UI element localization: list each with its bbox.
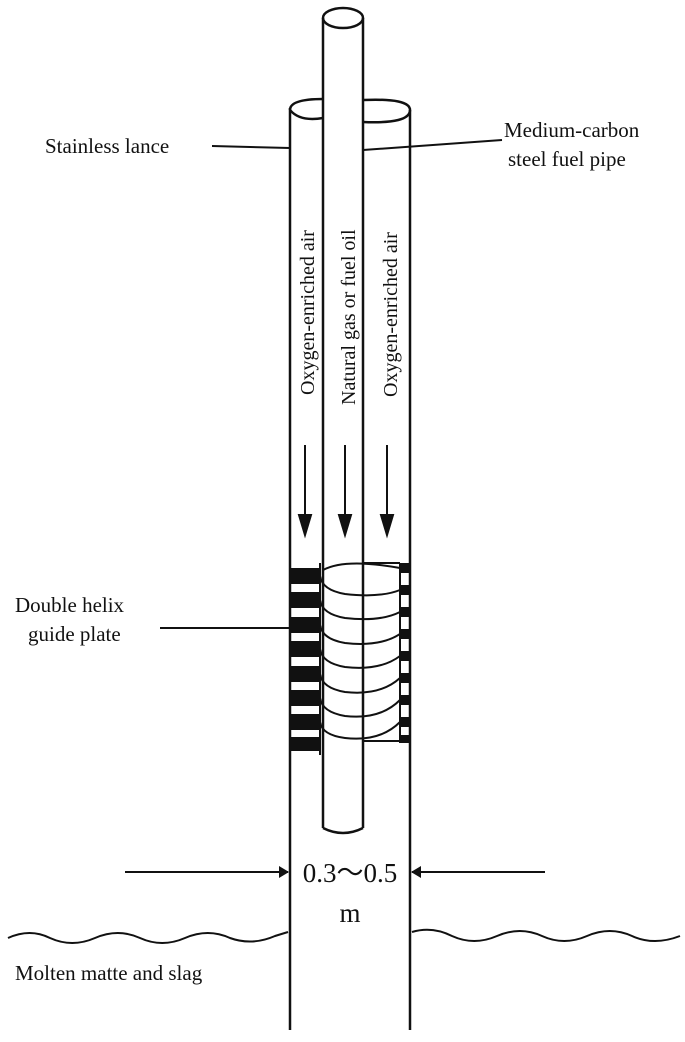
flow-arrows — [297, 445, 395, 539]
fuel-pipe-label-line2: steel fuel pipe — [508, 147, 626, 171]
label-stainless-lance: Stainless lance — [45, 134, 291, 158]
lance-top-left-ellipse-lower — [289, 109, 324, 121]
flow-arrow-left-head — [297, 514, 313, 539]
bath-wave-left — [7, 931, 289, 944]
dimension-unit: m — [339, 898, 360, 928]
label-fuel-pipe: Medium-carbon steel fuel pipe — [362, 118, 640, 171]
natural-gas-label: Natural gas or fuel oil — [338, 229, 360, 405]
flow-arrow-center-head — [337, 514, 353, 539]
bath-wave-right — [411, 928, 681, 942]
stainless-lance-label: Stainless lance — [45, 134, 169, 158]
stainless-lance-leader — [211, 145, 291, 149]
fuel-pipe-leader — [362, 139, 503, 151]
double-helix-guide-plate — [290, 562, 410, 755]
helix-curves — [319, 562, 401, 755]
molten-label: Molten matte and slag — [15, 961, 203, 985]
molten-bath-surface — [7, 928, 681, 944]
helix-label-line2: guide plate — [28, 622, 121, 646]
helix-label-line1: Double helix — [15, 593, 125, 617]
lance-top-left-ellipse — [288, 97, 324, 111]
fuel-pipe-label-line1: Medium-carbon — [504, 118, 640, 142]
helix-right-blocks — [400, 563, 410, 743]
fuel-pipe — [321, 6, 365, 835]
label-helix: Double helix guide plate — [15, 593, 290, 646]
dimension-value: 0.3～0.5 — [303, 858, 398, 888]
fuel-pipe-top-ellipse — [321, 6, 365, 30]
helix-left-blocks — [290, 568, 320, 751]
oxygen-left-label: Oxygen-enriched air — [297, 230, 319, 395]
dimension-indicator: 0.3～0.5 m — [125, 858, 545, 928]
fuel-pipe-bottom — [322, 826, 364, 835]
flow-arrow-right-head — [379, 514, 395, 539]
oxygen-right-label: Oxygen-enriched air — [380, 232, 402, 397]
lance-top-right-ellipse — [362, 98, 412, 124]
